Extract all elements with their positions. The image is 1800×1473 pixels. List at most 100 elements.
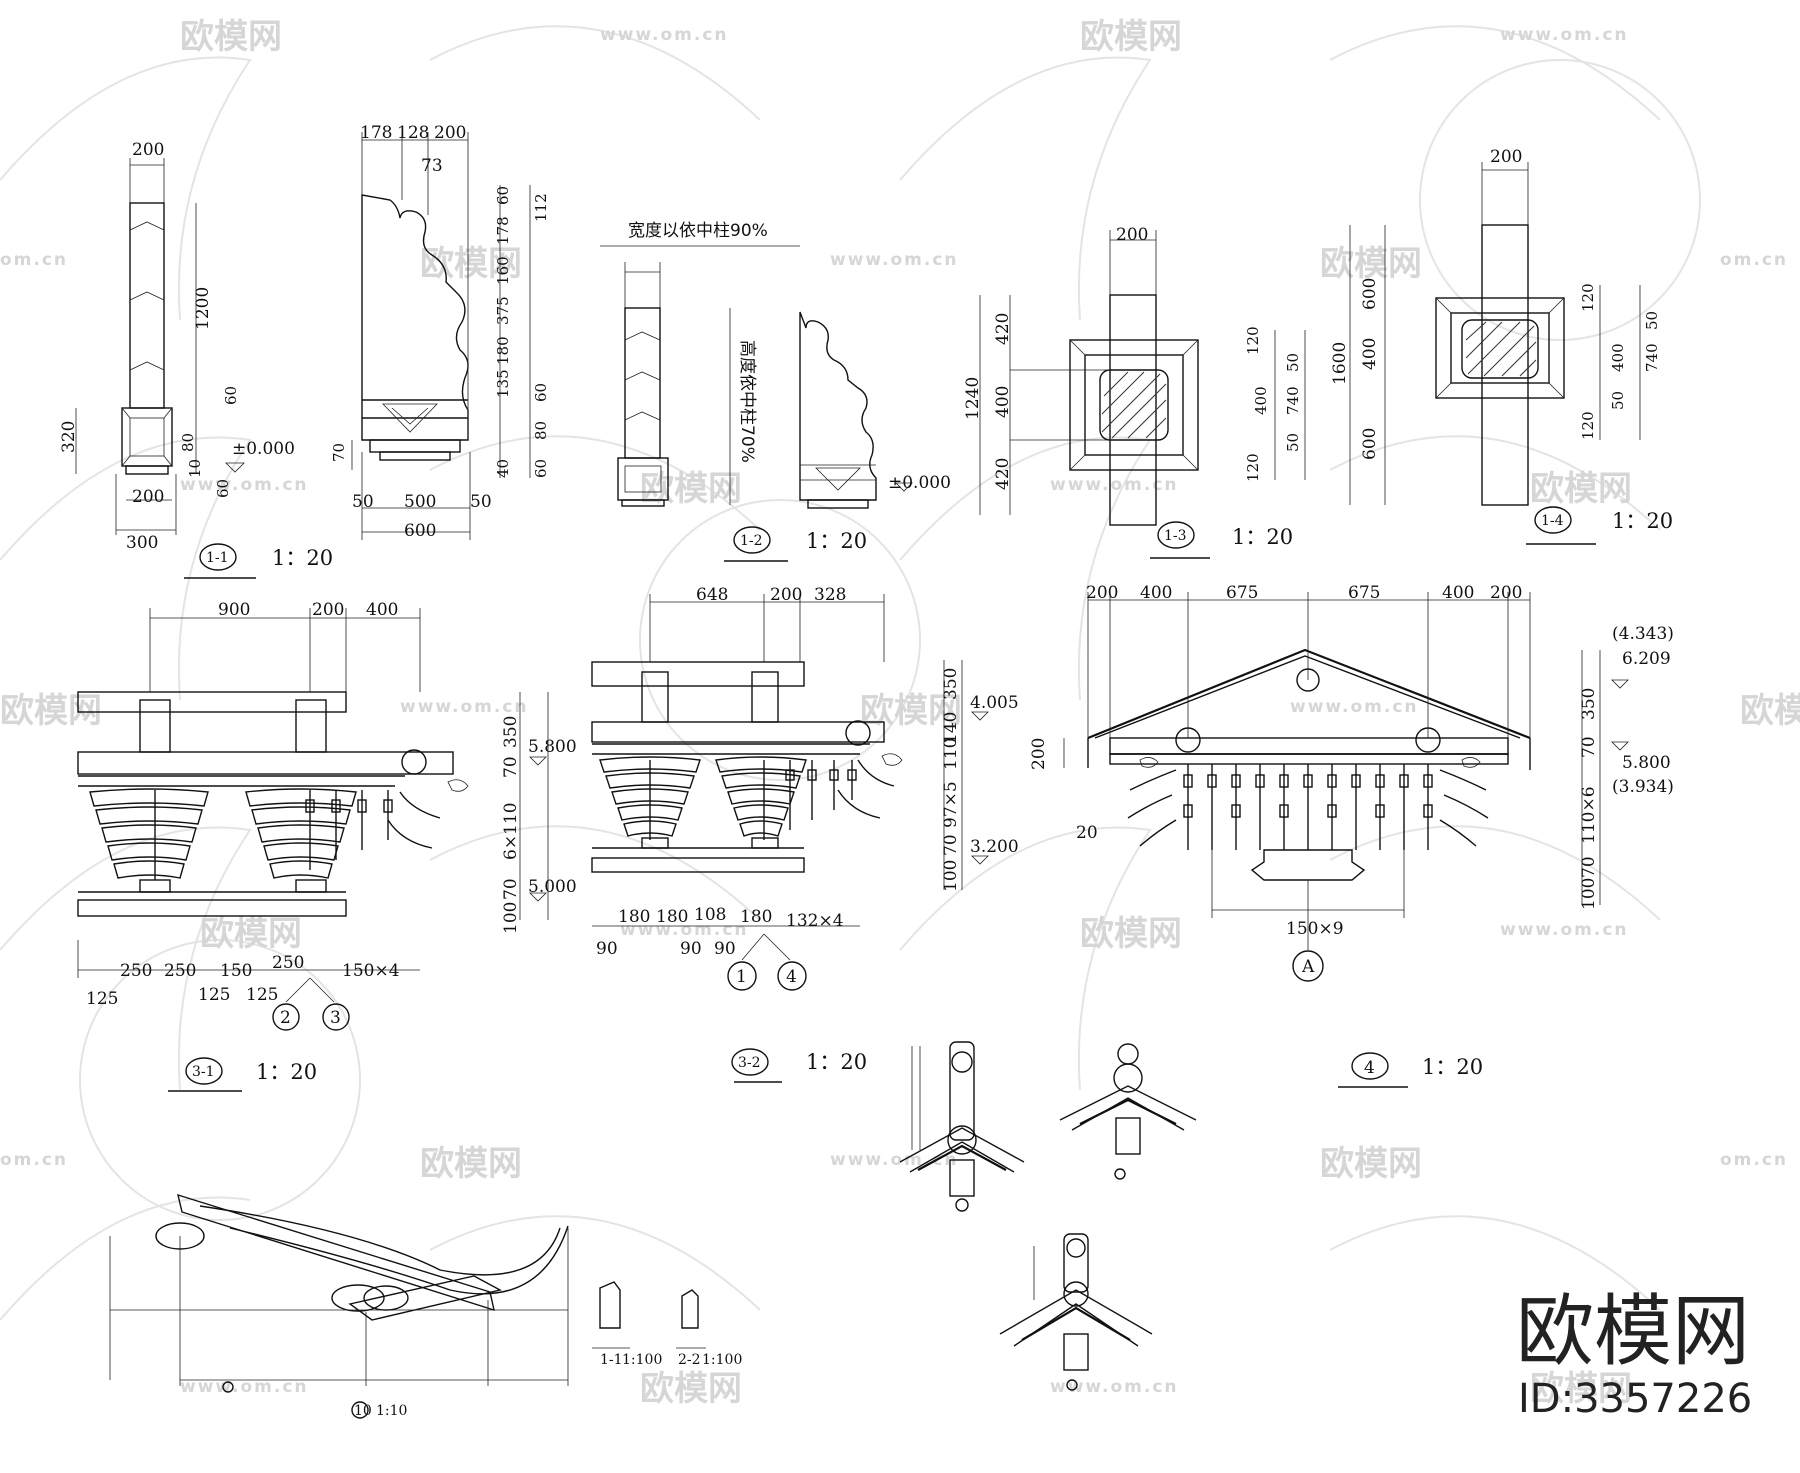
dim: 328 bbox=[814, 585, 846, 605]
dim: 60 bbox=[532, 459, 550, 478]
section-tag: 2-2 bbox=[678, 1352, 701, 1368]
section-marker bbox=[733, 526, 771, 554]
dim: 90 bbox=[680, 939, 702, 959]
section-marker bbox=[199, 543, 237, 571]
dim: 120 bbox=[1244, 453, 1262, 482]
dim: 132×4 bbox=[786, 911, 844, 931]
watermark-logo: 欧模网 bbox=[420, 1144, 522, 1184]
dim: 97×5 bbox=[941, 781, 961, 828]
watermark-logo: 欧模网 bbox=[1080, 914, 1182, 954]
watermark-logo: 欧模网 bbox=[860, 691, 962, 731]
dim: 80 bbox=[532, 421, 550, 440]
dim: 120 bbox=[1579, 411, 1597, 440]
dim: 100 bbox=[1579, 878, 1599, 910]
dim: 400 bbox=[1360, 338, 1380, 370]
dim: 400 bbox=[1252, 386, 1270, 415]
watermark-url: www.om.cn bbox=[400, 697, 529, 717]
level-label: 5.800 bbox=[528, 737, 577, 757]
watermark-url: www.om.cn bbox=[620, 920, 749, 940]
watermark-url: www.om.cn bbox=[1500, 25, 1629, 45]
dim: 180 bbox=[618, 907, 650, 927]
watermark-url: www.om.cn bbox=[830, 1150, 959, 1170]
dim: 70 bbox=[501, 756, 521, 778]
dim: 200 bbox=[1029, 738, 1049, 770]
dim: 50 bbox=[1284, 353, 1302, 372]
section-marker bbox=[1534, 506, 1572, 534]
watermark-url: om.cn bbox=[1720, 250, 1788, 270]
dim-width: 200 bbox=[132, 140, 164, 160]
scale-label: 1：20 bbox=[1612, 509, 1673, 533]
dim-height: 1200 bbox=[193, 287, 213, 330]
dim: 120 bbox=[1579, 283, 1597, 312]
drawing-1-1: 200 1200 320 60 80 10 60 ±0.000 200 300 … bbox=[59, 140, 333, 579]
dim: 400 bbox=[993, 386, 1013, 418]
dim: 100 bbox=[941, 860, 961, 892]
drawing-3-2: 648 200 328 350 140 110 97×5 70 100 4.00… bbox=[591, 585, 1019, 1083]
watermark-url: om.cn bbox=[0, 1150, 68, 1170]
section-tag: 1-4 bbox=[1541, 513, 1564, 529]
watermark-logo: 欧模网 bbox=[1740, 691, 1800, 731]
dim: 140 bbox=[941, 712, 961, 744]
level-label: ±0.000 bbox=[888, 473, 951, 493]
watermark-url: www.om.cn bbox=[600, 25, 729, 45]
dim: 675 bbox=[1348, 583, 1380, 603]
watermark-url: www.om.cn bbox=[180, 475, 309, 495]
dim: 178 bbox=[360, 123, 392, 143]
section-marker bbox=[731, 1048, 769, 1076]
section-marker bbox=[1351, 1052, 1389, 1080]
dim: 128 bbox=[397, 123, 429, 143]
dim: 180 bbox=[656, 907, 688, 927]
drawing-10: 10 1:10 1-1 1:100 2-2 1:100 bbox=[109, 1193, 742, 1419]
dim: 73 bbox=[421, 156, 443, 176]
watermark-logo: 欧模网 bbox=[420, 244, 522, 284]
dim: 420 bbox=[993, 313, 1013, 345]
bracket-pins bbox=[305, 790, 441, 870]
watermark-logo: 欧模网 bbox=[1530, 1369, 1632, 1409]
bracket-tiers-left bbox=[89, 788, 209, 893]
dim: 50 bbox=[1643, 311, 1661, 330]
note-height: 高度依中柱70% bbox=[737, 340, 757, 463]
scale-label: 1：20 bbox=[1232, 525, 1293, 549]
level-label: (4.343) bbox=[1612, 624, 1674, 644]
dim: 50 bbox=[1284, 433, 1302, 452]
dim-200: 200 bbox=[132, 487, 164, 507]
dim: 135 bbox=[494, 369, 512, 398]
dim: 180 bbox=[740, 907, 772, 927]
dim: 200 bbox=[1116, 225, 1148, 245]
dim: 200 bbox=[770, 585, 802, 605]
dim: 100 bbox=[501, 902, 521, 934]
bracket-pins bbox=[1127, 764, 1489, 850]
section-tag: 1-1 bbox=[600, 1352, 623, 1368]
watermark-logo: 欧模网 bbox=[1530, 469, 1632, 509]
drawing-1-3: 200 1240 420 400 420 120 50 400 740 50 1… bbox=[963, 225, 1306, 559]
dim: 600 bbox=[1360, 428, 1380, 460]
level-label: ±0.000 bbox=[232, 439, 295, 459]
scale-label: 1：20 bbox=[806, 1050, 867, 1074]
dim: 200 bbox=[1490, 583, 1522, 603]
dim-10: 10 bbox=[186, 459, 204, 478]
dim: 400 bbox=[366, 600, 398, 620]
bracket-tiers-mid bbox=[245, 788, 357, 893]
dim: 40 bbox=[494, 459, 512, 478]
dim: 250 bbox=[272, 953, 304, 973]
dim: 150 bbox=[220, 961, 252, 981]
drawing-3-1: 900 200 400 350 70 6×110 70 100 5.800 5.… bbox=[77, 600, 577, 1092]
dim: 500 bbox=[404, 492, 436, 512]
level-label: 6.209 bbox=[1622, 649, 1671, 669]
scale-label: 1：20 bbox=[1422, 1055, 1483, 1079]
axis-label: A bbox=[1301, 957, 1315, 977]
brand-name: 欧模网 bbox=[1516, 1287, 1750, 1377]
section-tag: 4 bbox=[1364, 1058, 1375, 1078]
dim: 350 bbox=[941, 668, 961, 700]
dim: 60 bbox=[494, 186, 512, 205]
dim: 70 bbox=[1579, 736, 1599, 758]
ridge-details bbox=[899, 1041, 1197, 1391]
scale-label: 1：20 bbox=[272, 546, 333, 570]
dim: 600 bbox=[1360, 278, 1380, 310]
drawing-4: 200 400 675 675 400 200 200 20 350 70 11… bbox=[1029, 583, 1674, 1088]
brand-id: ID:3357226 bbox=[1518, 1376, 1752, 1422]
dim: 740 bbox=[1643, 343, 1661, 372]
dim: 420 bbox=[993, 458, 1013, 490]
watermark-url: www.om.cn bbox=[830, 250, 959, 270]
section-tag: 1-3 bbox=[1164, 528, 1187, 544]
